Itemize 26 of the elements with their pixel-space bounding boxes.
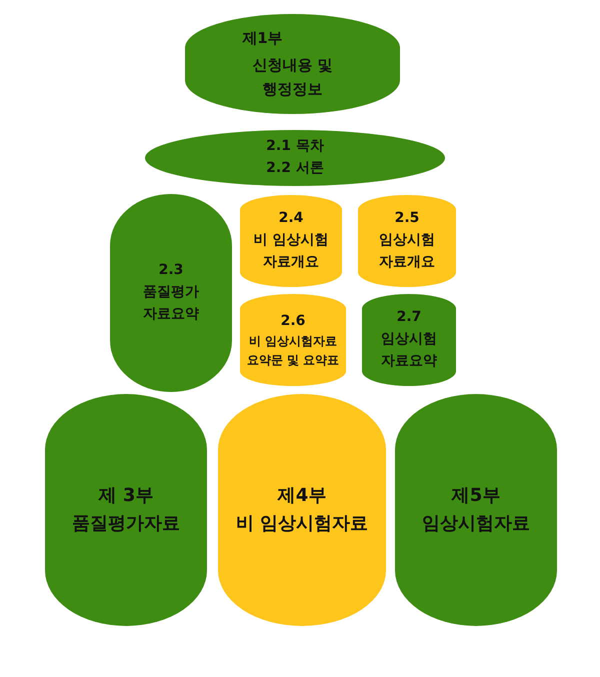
shape-label: 2.1 목차 [266,137,324,156]
shape-label: 임상시험자료 [422,512,530,536]
shape-label: 2.3 [158,261,184,280]
rounded-shape [240,294,346,386]
shape-label: 2.4 [278,209,304,228]
shape-label: 비 임상시험자료 요약문 및 요약표 [246,333,340,369]
shape-label: 2.2 서론 [266,159,324,178]
rounded-shape [358,195,456,287]
shape-label: 비 임상시험자료 [236,512,368,536]
shape-label: 제1부 [242,28,283,50]
rounded-shape [45,394,207,626]
shape-label: 제 3부 [98,484,154,508]
shape-label: 2.6 [280,312,306,331]
rounded-shape [110,194,232,392]
rounded-shape [240,195,342,287]
shape-label: 2.7 [396,308,422,328]
shape-label: 임상시험 자료개요 [378,231,436,272]
shape-label: 2.5 [394,209,420,228]
shape-label: 품질평가 자료요약 [142,283,200,324]
shape-label: 제5부 [452,484,500,508]
shape-label: 신청내용 및 행정정보 [251,55,334,100]
shape-label: 제4부 [278,484,326,508]
shape-label: 비 임상시험 자료개요 [252,231,330,272]
rounded-shape [362,294,456,386]
shape-label: 품질평가자료 [72,512,180,536]
shape-label: 임상시험 자료요약 [380,330,438,371]
